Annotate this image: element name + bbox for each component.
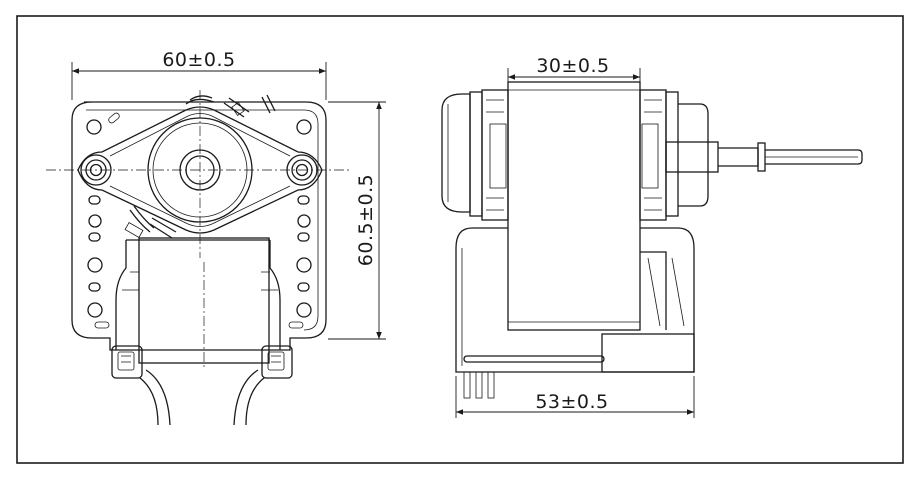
dim-front-width: 60±0.5 [71,49,327,100]
dim-side-base-width: 53±0.5 [455,376,695,418]
drawing-border [16,15,904,464]
lead-wires-top [185,94,276,118]
side-shaft [665,141,863,173]
lead-wires-bottom [124,205,177,239]
side-coil-right [639,89,667,221]
plate-holes-left [86,119,110,329]
side-view [441,81,863,399]
dim-front-width-label: 60±0.5 [162,49,235,71]
plate-holes-right [288,119,312,329]
bottom-clamp-right [261,345,293,379]
bottom-clamp-left [111,345,143,379]
side-lamination-stack [507,81,641,331]
mounting-plate [71,101,327,351]
side-terminal-pins [463,355,605,399]
dim-side-top-width-label: 30±0.5 [536,55,609,77]
front-view [46,90,352,426]
side-bearing-cap-right [665,91,709,217]
side-bearing-cap [441,91,483,217]
dim-side-top-width: 30±0.5 [507,55,641,82]
dim-side-base-width-label: 53±0.5 [535,391,608,413]
dim-front-height: 60.5±0.5 [328,101,386,340]
output-wires [139,369,265,426]
side-coil-left [481,89,509,221]
side-base-housing [455,227,695,373]
dim-front-height-label: 60.5±0.5 [355,174,377,266]
coil-block [115,237,281,370]
